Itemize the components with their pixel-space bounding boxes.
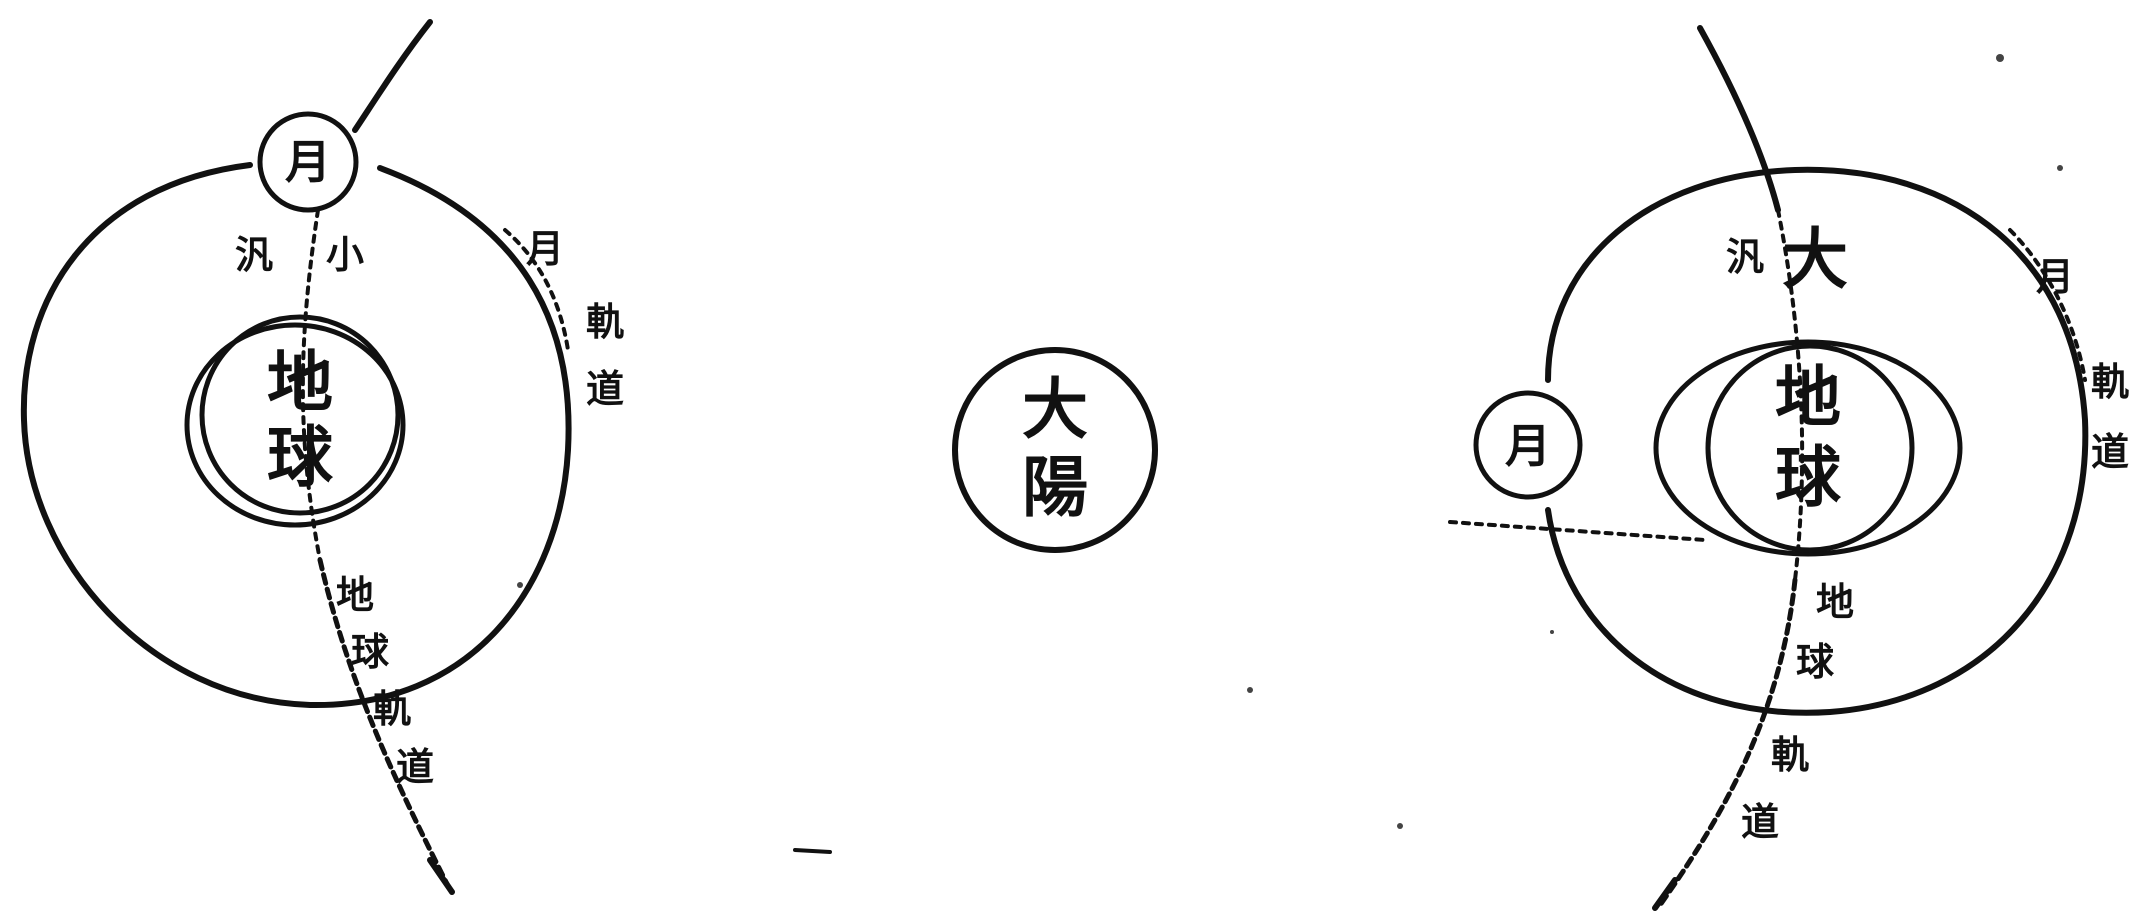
- right-tide-size: 大: [1782, 220, 1848, 298]
- left-earth-orbit-label-2: 球: [351, 629, 390, 674]
- left-earth-orbit-label-1: 地: [336, 572, 374, 617]
- sun-group: 大 陽: [952, 347, 1158, 553]
- right-moon-orbit: [1545, 166, 2089, 716]
- right-earth-orbit-label-4: 道: [1741, 799, 1779, 844]
- left-earth-orbit-label-3: 軌: [373, 686, 411, 731]
- right-earth-label-2: 球: [1775, 438, 1842, 516]
- left-moon: [257, 111, 359, 213]
- right-earth-orbit-dashed: [1776, 208, 1805, 582]
- left-moon-orbit-label-2: 軌: [586, 299, 624, 344]
- right-moon-orbit-dash: [2008, 228, 2087, 382]
- right-moon-orbit-label-2: 軌: [2091, 359, 2129, 404]
- right-earth-orbit-tail: [1652, 877, 1678, 911]
- right-tide-word: 汎: [1726, 234, 1764, 279]
- left-tide-word: 汎: [235, 232, 273, 277]
- sun-label-1: 大: [1022, 370, 1088, 448]
- left-earth-orbit-lower: [317, 557, 453, 893]
- left-tide-bulge: [184, 322, 406, 528]
- left-moon-label: 月: [285, 135, 331, 189]
- right-tide-bulge: [1653, 339, 1963, 557]
- left-moon-orbit-label-1: 月: [526, 226, 564, 271]
- left-panel: 地 球 月 汎 小 月 軌 道 地 球 軌 道: [20, 19, 624, 895]
- left-tide-size: 小: [326, 232, 364, 277]
- left-moon-orbit-label-3: 道: [586, 366, 624, 411]
- sun-label-2: 陽: [1022, 448, 1088, 526]
- left-earth-orbit-upper: [352, 19, 433, 133]
- left-moon-orbit: [20, 162, 572, 709]
- left-earth-label-1: 地: [267, 343, 333, 421]
- right-earth-label-1: 地: [1775, 358, 1841, 436]
- right-moon-orbit-label-3: 道: [2091, 429, 2129, 474]
- right-sun-line: [1448, 520, 1707, 542]
- left-moon-orbit-dash: [503, 228, 570, 352]
- right-earth-orbit-upper: [1697, 25, 1781, 213]
- right-panel: 地 球 月 汎 大 月 軌 道 地 球 軌 道: [1448, 25, 2129, 911]
- left-earth-orbit-label-4: 道: [396, 744, 434, 789]
- right-earth-orbit-label-3: 軌: [1771, 732, 1809, 777]
- right-moon-orbit-label-1: 月: [2036, 254, 2074, 299]
- right-earth: [1705, 343, 1915, 553]
- right-earth-orbit-lower: [1657, 577, 1798, 908]
- paper-specks: [517, 54, 2063, 854]
- left-earth-orbit-tail: [427, 857, 455, 895]
- right-moon: [1473, 390, 1583, 500]
- sun: [952, 347, 1158, 553]
- right-earth-orbit-label-2: 球: [1796, 639, 1835, 684]
- left-earth: [199, 314, 401, 516]
- left-earth-label-2: 球: [267, 418, 334, 496]
- right-earth-orbit-label-1: 地: [1816, 579, 1854, 624]
- right-moon-label: 月: [1505, 419, 1551, 473]
